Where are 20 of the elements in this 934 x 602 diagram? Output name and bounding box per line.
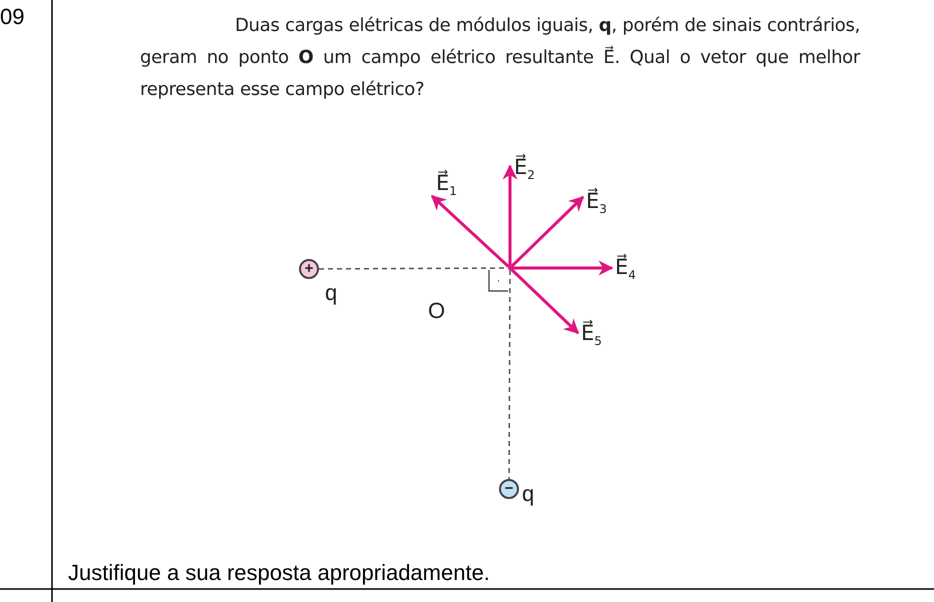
instruction-text: Justifique a sua resposta apropriadamente.	[68, 560, 490, 586]
dashed-line	[508, 270, 511, 479]
charge-label: q	[325, 280, 338, 306]
point-o	[508, 266, 512, 270]
charge-label: q	[522, 481, 534, 507]
question-number: 09	[0, 4, 24, 30]
vector-arrow	[510, 196, 584, 268]
vector-arrow	[510, 268, 580, 334]
negative-charge: −	[499, 479, 519, 499]
vector-label: E⃗$_{1}$	[433, 166, 460, 208]
positive-charge: +	[299, 259, 319, 279]
vector-arrow	[502, 164, 518, 266]
point-label: O	[428, 298, 446, 324]
vector-label: E⃗$_{4}$	[612, 250, 639, 292]
vector-label: E⃗$_{3}$	[583, 184, 610, 226]
vector-arrow	[512, 260, 614, 276]
vector-arrow	[430, 194, 510, 268]
question-text: Duas cargas elétricas de módulos iguais, q, porém de sinais contrários, geram no ponto O um campo elétrico resultante E⃗. Qual o vetor que melhor representa esse campo elétrico?	[140, 14, 860, 102]
vector-label: E⃗$_{2}$	[511, 150, 538, 192]
vector-label: E⃗$_{5}$	[578, 316, 605, 358]
